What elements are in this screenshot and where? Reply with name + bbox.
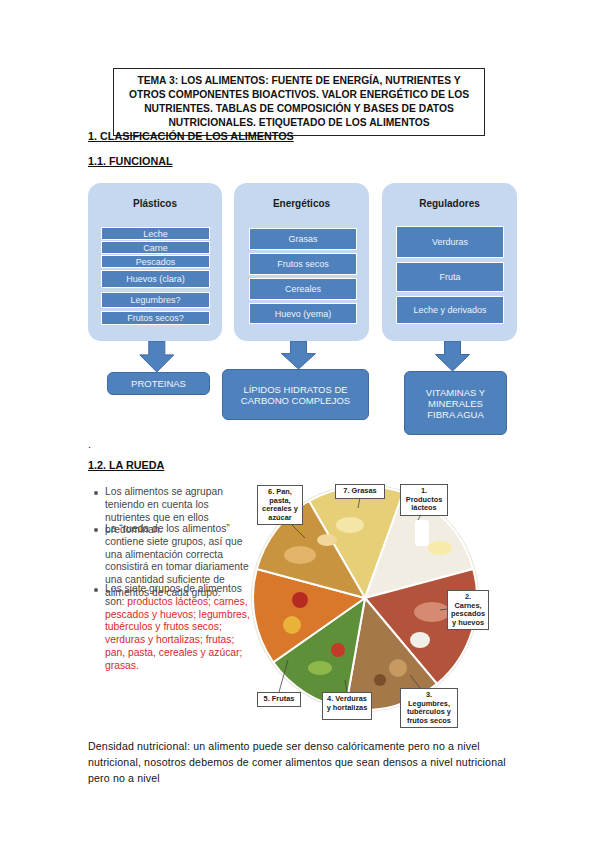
box-text: 5. Frutas (261, 695, 297, 704)
bullet-text-red: productos lácteos; carnes, pescados y hu… (105, 596, 250, 671)
leader-line (358, 497, 360, 508)
food-wheel (251, 484, 479, 712)
cheese (428, 541, 452, 555)
callout-box: 3. Legumbres, tubérculos y frutos secos (400, 688, 458, 728)
box-text: 3. Legumbres, tubérculos y frutos secos (404, 691, 454, 725)
box-text: 2. Carnes, pescados y huevos (451, 593, 485, 627)
leader-line (440, 609, 447, 610)
box-text: LÍPIDOS HIDRATOS DE CARBONO COMPLEJOS (233, 384, 358, 406)
subsection-heading: 1.2. LA RUEDA (88, 459, 164, 471)
box-text: Frutos secos (277, 259, 329, 269)
meat-piece (414, 602, 450, 622)
box-text: 7. Grasas (339, 487, 381, 496)
food-box: Leche y derivados (396, 296, 504, 324)
food-box: Huevo (yema) (249, 303, 357, 324)
box-text: Pescados (136, 257, 176, 267)
food-box: Verduras (396, 226, 504, 258)
food-box: Pescados (101, 255, 210, 268)
food-box: Grasas (249, 228, 357, 250)
callout-box: 7. Grasas (335, 484, 385, 499)
bullet-dot (94, 491, 98, 495)
box-text: Carne (143, 243, 168, 253)
callout-box: 5. Frutas (257, 692, 301, 707)
leader-lines (279, 497, 447, 692)
leader-line (345, 680, 347, 692)
box-text: Cereales (285, 284, 321, 294)
bullet-dot (94, 528, 98, 532)
food-box: Cereales (249, 278, 357, 300)
title-text: TEMA 3: LOS ALIMENTOS: FUENTE DE ENERGÍA… (122, 74, 476, 130)
title-box: TEMA 3: LOS ALIMENTOS: FUENTE DE ENERGÍA… (113, 68, 485, 136)
food-box: Fruta (396, 262, 504, 292)
box-text: VITAMINAS Y MINERALES FIBRA AGUA (415, 387, 496, 420)
callout-box: 2. Carnes, pescados y huevos (447, 590, 489, 630)
box-text: Fruta (439, 272, 460, 282)
food-box: Legumbres? (101, 292, 210, 308)
food-box: Frutos secos (249, 253, 357, 275)
category-panel: ReguladoresVerdurasFrutaLeche y derivado… (382, 183, 517, 341)
leader-line (410, 675, 420, 688)
tomato (331, 643, 345, 657)
vegetable (308, 661, 332, 675)
bread-loaf (284, 546, 316, 564)
box-text: 4. Verduras y hortalizas (326, 695, 368, 712)
box-text: Legumbres? (130, 295, 180, 305)
callout-box: 6. Pan, pasta, cereales y azúcar (257, 485, 303, 525)
orange (283, 616, 301, 634)
callout-box: 4. Verduras y hortalizas (322, 692, 372, 720)
bullet-dot (94, 588, 98, 592)
wheel-rim (251, 484, 479, 712)
leader-line (279, 660, 288, 692)
oil-bottle (336, 517, 364, 533)
box-text: Verduras (432, 237, 468, 247)
category-panel: EnergéticosGrasasFrutos secosCerealesHue… (234, 183, 369, 341)
nutrient-box: PROTEINAS (107, 372, 210, 395)
callout-box: 1. Productos lácteos (400, 484, 448, 516)
panel-heading: Energéticos (234, 198, 369, 209)
box-text: Leche y derivados (413, 305, 486, 315)
block-arrow (140, 341, 174, 372)
potato (389, 659, 407, 677)
food-box: Leche (101, 227, 210, 240)
panel-heading: Reguladores (382, 198, 517, 209)
block-arrow (282, 341, 316, 369)
box-text: Frutos secos? (127, 313, 184, 323)
box-text: Leche (143, 229, 168, 239)
food-box: Carne (101, 241, 210, 254)
box-text: 1. Productos lácteos (404, 487, 444, 513)
box-text: PROTEINAS (131, 378, 186, 389)
food-box: Huevos (clara) (101, 270, 210, 288)
leader-line (290, 523, 305, 538)
category-panel: PlásticosLecheCarnePescadosHuevos (clara… (88, 183, 222, 341)
box-text: 6. Pan, pasta, cereales y azúcar (261, 488, 299, 522)
nutrient-box: LÍPIDOS HIDRATOS DE CARBONO COMPLEJOS (222, 369, 369, 420)
paragraph: Densidad nutricional: un alimento puede … (88, 738, 518, 786)
box-text: Huevo (yema) (275, 309, 332, 319)
stray-dot: . (88, 438, 91, 450)
panel-heading: Plásticos (88, 198, 222, 209)
box-text: Grasas (288, 234, 317, 244)
apple (292, 592, 308, 608)
nuts (374, 674, 386, 686)
block-arrow (436, 341, 470, 371)
food-box: Frutos secos? (101, 311, 210, 325)
nutrient-box: VITAMINAS Y MINERALES FIBRA AGUA (404, 371, 507, 435)
box-text: Huevos (clara) (126, 274, 185, 284)
subsection-heading: 1.1. FUNCIONAL (88, 155, 173, 167)
bullet-block: Los siete grupos de alimentos son: produ… (105, 583, 251, 673)
egg (410, 632, 430, 648)
section-heading: 1. CLASIFICACIÓN DE LOS ALIMENTOS (88, 130, 294, 142)
pasta (317, 534, 337, 546)
milk-bottle (415, 520, 429, 546)
